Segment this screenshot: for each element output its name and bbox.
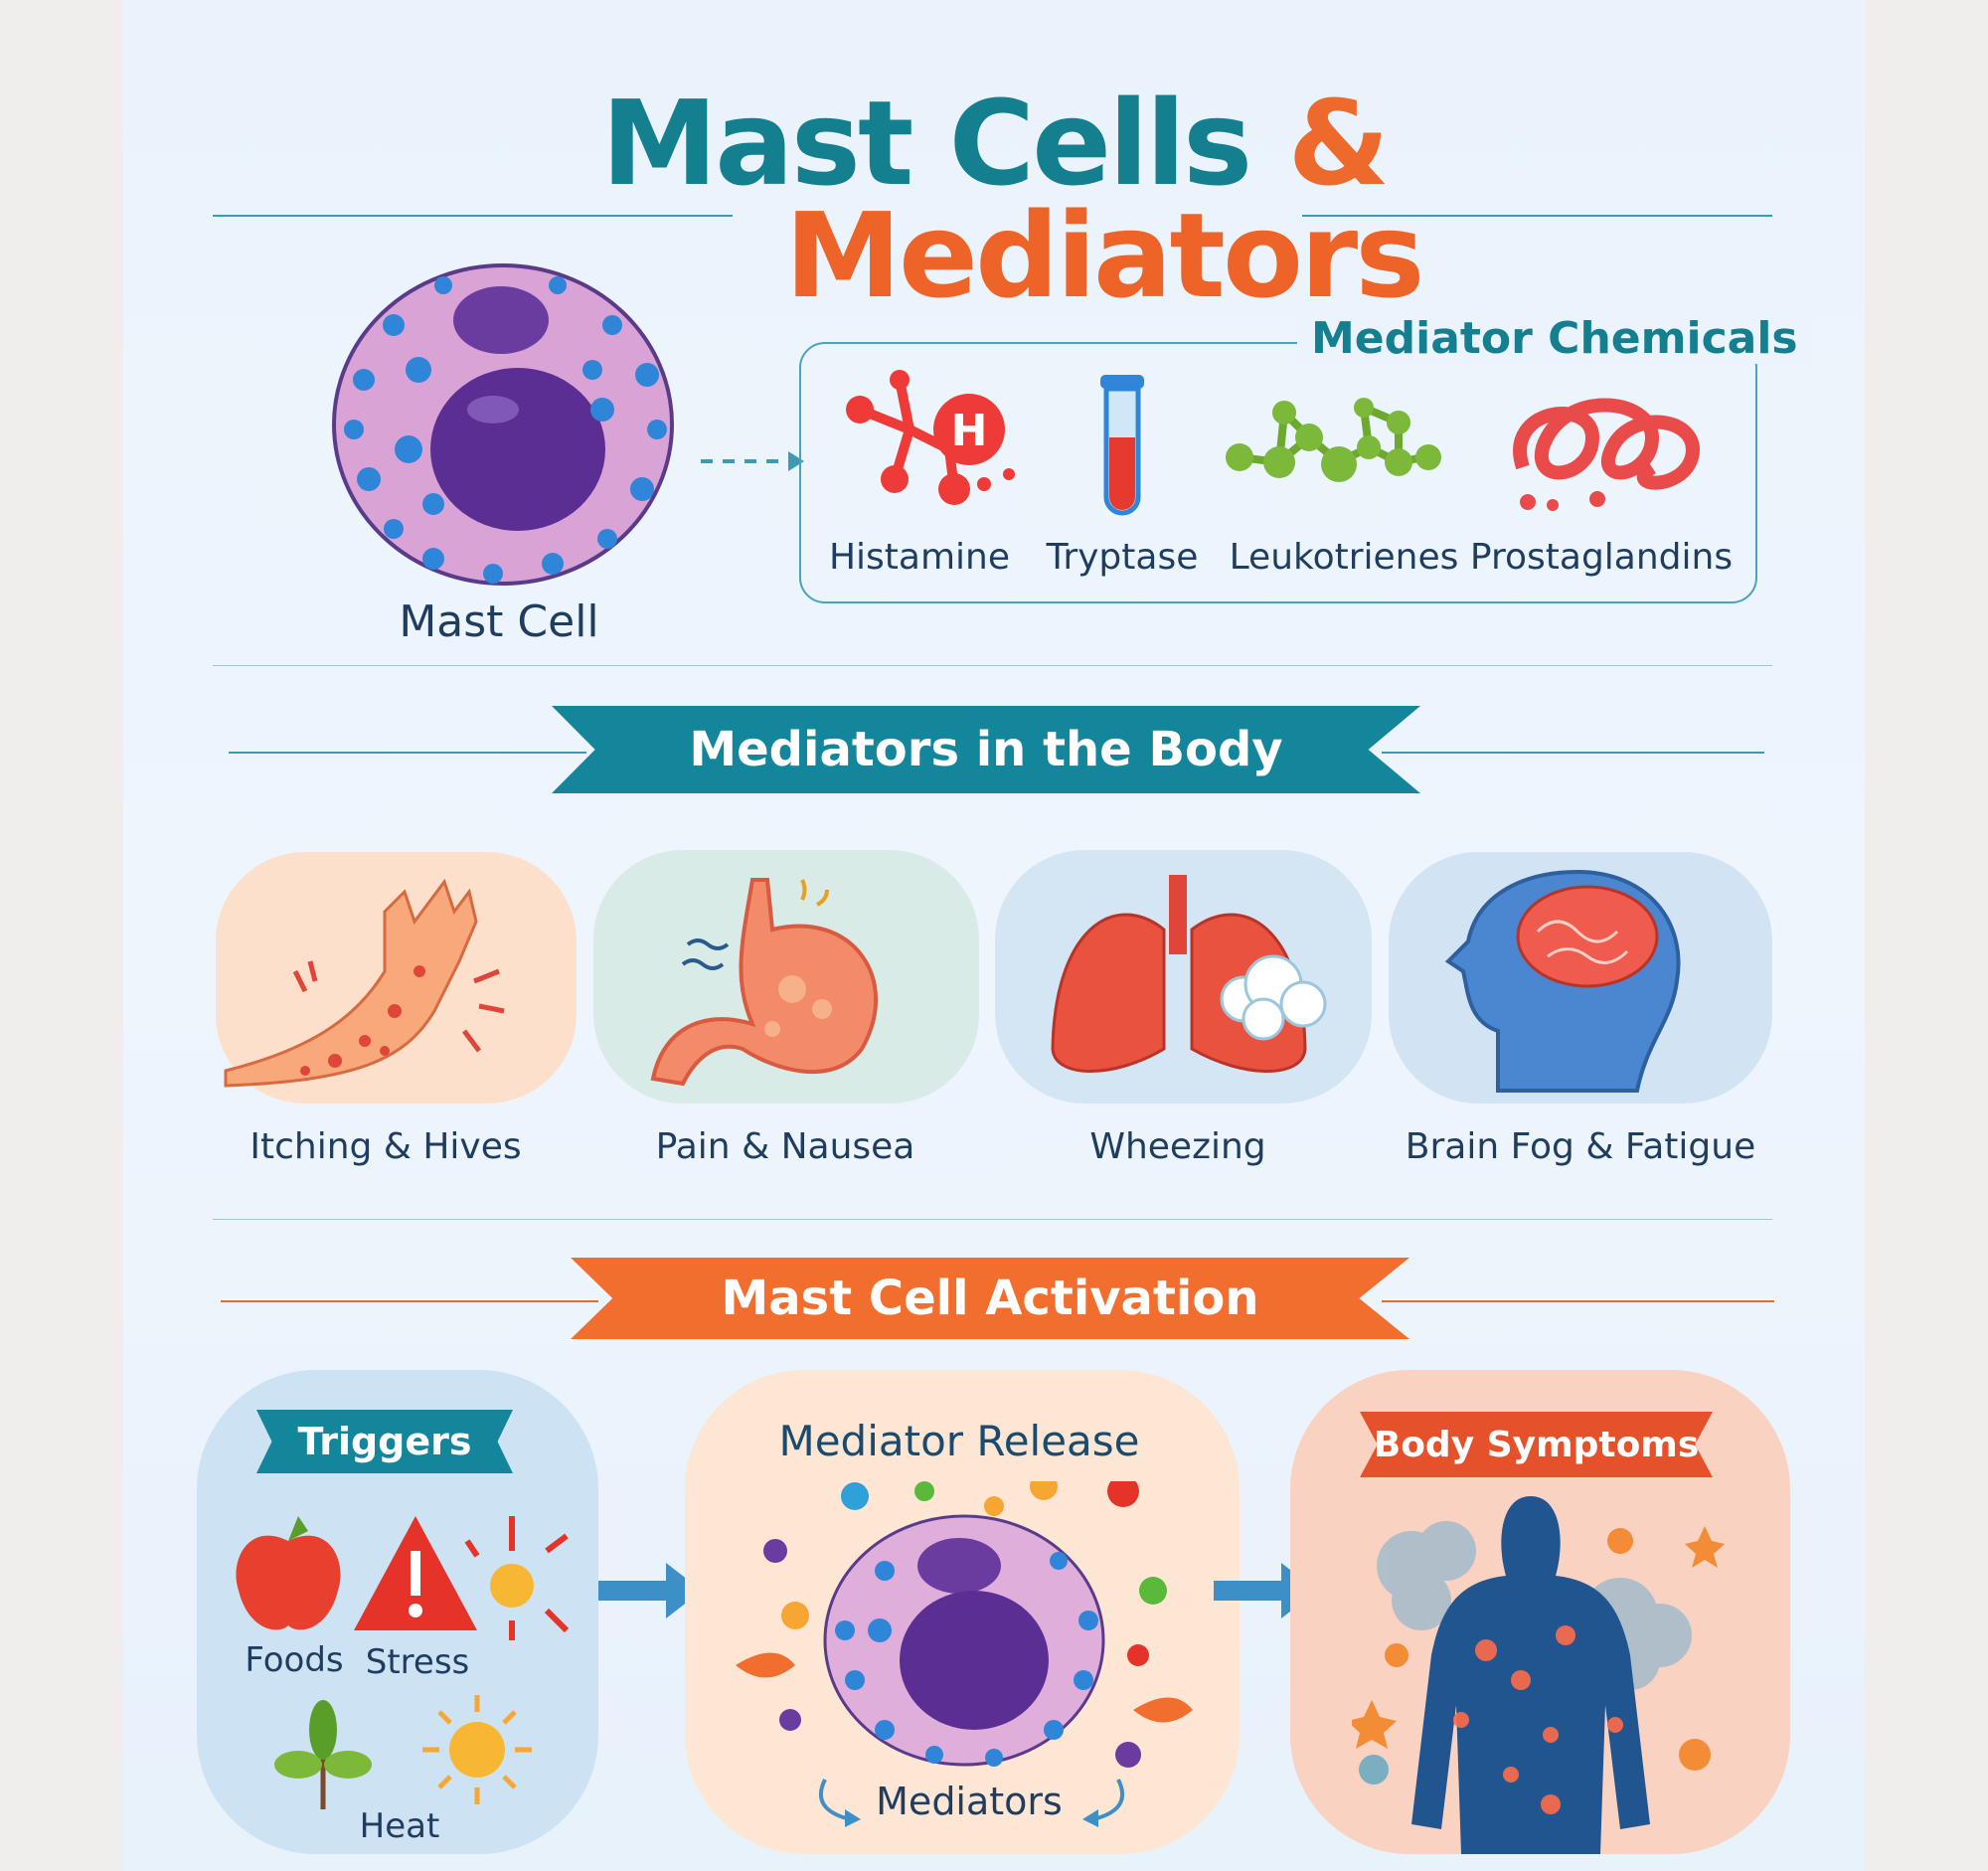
histamine-molecule-icon: H	[846, 370, 1015, 505]
warning-icon	[354, 1516, 477, 1630]
body-symptoms-tag: Body Symptoms	[1360, 1412, 1713, 1477]
sun-burst-icon	[464, 1516, 570, 1640]
stomach-icon	[650, 878, 879, 1087]
apple-icon	[236, 1516, 341, 1630]
title-text: Mast Cells	[600, 75, 1253, 212]
mediators-caption: Mediators	[876, 1780, 1063, 1823]
divider	[213, 1219, 1772, 1220]
divider	[1382, 752, 1764, 754]
test-tube-icon	[1100, 375, 1144, 516]
mast-cell-icon	[332, 263, 674, 586]
title-line-1: Mast Cells &	[0, 75, 1988, 212]
mediator-chemicals-box	[799, 342, 1757, 603]
mast-cell-activation-banner: Mast Cell Activation	[571, 1258, 1409, 1339]
triggers-tag: Triggers	[256, 1410, 513, 1473]
dashed-arrow-icon	[701, 451, 804, 471]
symptom-card-brain-fog	[1389, 852, 1772, 1104]
divider	[229, 752, 586, 754]
symptom-label: Brain Fog & Fatigue	[1405, 1126, 1756, 1167]
symptom-label: Itching & Hives	[249, 1126, 522, 1167]
mast-cell-label: Mast Cell	[399, 596, 599, 647]
prostaglandin-coil-icon	[1513, 398, 1700, 511]
symptom-card-itching	[216, 852, 577, 1104]
divider	[213, 215, 733, 217]
symptom-label: Pain & Nausea	[655, 1126, 915, 1167]
trigger-label-heat: Heat	[359, 1806, 440, 1846]
chemical-label: Tryptase	[1046, 537, 1199, 578]
molecule-chain-icon	[1226, 398, 1441, 482]
chemical-label: Histamine	[828, 537, 1011, 578]
itchy-arm-icon	[224, 878, 505, 1088]
title-ampersand: &	[1287, 75, 1390, 212]
chemical-label: Prostaglandins	[1469, 537, 1734, 578]
histamine-badge: H	[951, 406, 988, 456]
trigger-label-foods: Foods	[245, 1640, 344, 1680]
lungs-icon	[1051, 875, 1327, 1073]
brain-head-icon	[1444, 869, 1681, 1093]
divider	[1302, 215, 1772, 217]
plant-icon	[274, 1700, 372, 1809]
symptom-card-nausea	[593, 850, 979, 1104]
mediators-in-body-banner: Mediators in the Body	[552, 706, 1420, 793]
chemical-label: Leukotrienes	[1229, 537, 1459, 578]
divider	[221, 1300, 598, 1302]
arrow-right-icon	[598, 1563, 702, 1618]
divider	[1382, 1300, 1774, 1302]
plant-and-sun-icons	[274, 1695, 532, 1809]
trigger-label-stress: Stress	[365, 1642, 470, 1682]
divider	[213, 665, 1772, 666]
title-line-2: Mediators	[784, 187, 1425, 324]
circular-arrows-icon	[819, 1779, 1124, 1827]
sun-icon	[422, 1695, 532, 1804]
symptom-label: Wheezing	[1089, 1126, 1266, 1167]
mediator-chemicals-heading: Mediator Chemicals	[1297, 313, 1812, 364]
degranulating-mast-cell-icon	[736, 1481, 1193, 1768]
mediator-release-heading: Mediator Release	[778, 1417, 1140, 1465]
symptom-card-wheezing	[995, 850, 1372, 1104]
body-inflammation-icon	[1352, 1496, 1725, 1854]
foods-stress-heat-icons	[236, 1516, 570, 1640]
